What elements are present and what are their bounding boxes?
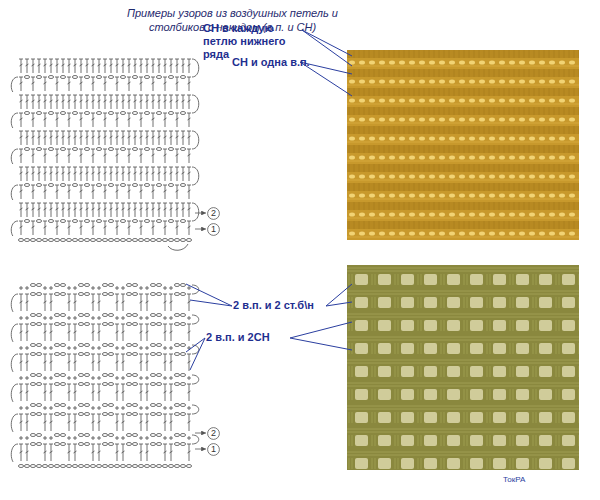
turning-chain [192,56,204,236]
pattern-note: СН в каждую петлю нижнего ряда [203,22,307,61]
foundation-chain [18,236,192,244]
circle-shape [208,443,220,455]
circle-shape [208,207,220,219]
row-number-circle: 1 [207,443,220,456]
circle-shape [208,427,220,439]
row-number-circle: 2 [207,427,220,440]
row-number: 2 [207,427,220,440]
stitch-chart [18,56,192,236]
swatch-photo [347,50,579,240]
row-arrow [195,433,206,434]
row-number-circle: 2 [207,207,220,220]
row-arrow [195,213,206,214]
circle-shape [208,223,220,235]
turning-chain [6,282,18,462]
leader-lines [186,30,352,370]
pattern-note: 2 в.п. и 2СН [206,331,296,344]
turning-chain [192,282,204,462]
foundation-chain [18,462,192,470]
row-number: 1 [207,443,220,456]
row-number: 1 [207,223,220,236]
row-arrow [195,229,206,230]
stitch-chart [18,282,192,462]
turning-chain [6,56,18,236]
pattern-note: 2 в.п. и 2 ст.б\н [233,299,333,312]
pattern-note: СН и одна в.п. [232,56,312,69]
row-arrow [195,449,206,450]
row-number-circle: 1 [207,223,220,236]
watermark: ТокРА [503,473,543,486]
swatch-photo [347,265,579,470]
row-number: 2 [207,207,220,220]
chain-loop [168,244,188,250]
